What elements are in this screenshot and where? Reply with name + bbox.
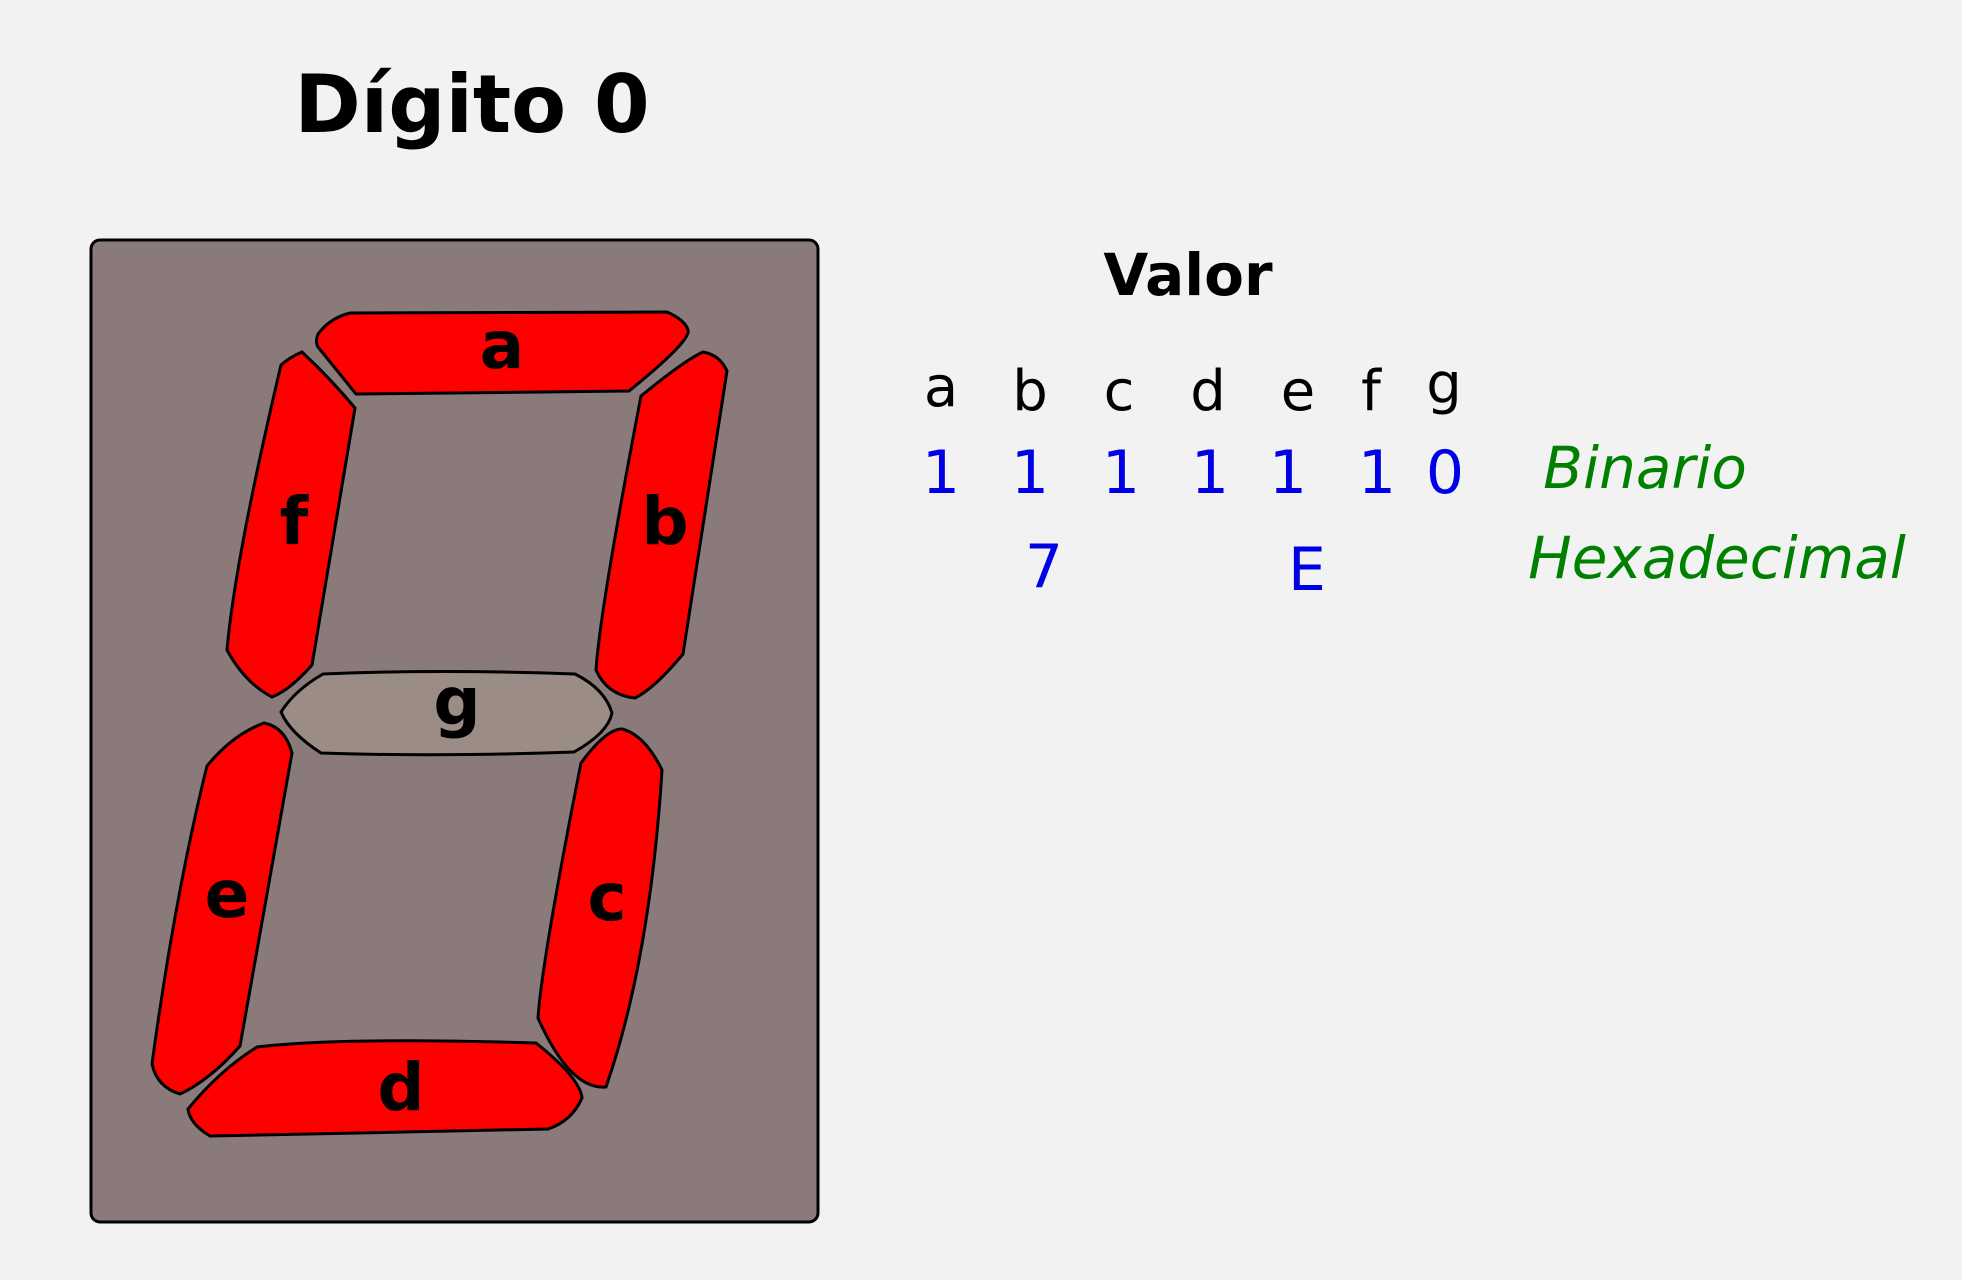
segment-a [315, 310, 690, 396]
column-label-c: c [1104, 359, 1135, 424]
value-heading: Valor [1103, 241, 1273, 309]
segment-f [225, 350, 357, 699]
segment-e [150, 721, 294, 1096]
segment-g [279, 670, 614, 757]
column-label-a: a [924, 355, 958, 420]
segment-g-label: g [433, 663, 480, 740]
hex-row-label: Hexadecimal [1528, 524, 1906, 592]
hex-value-high: 7 [1025, 532, 1063, 602]
column-label-f: f [1361, 359, 1382, 424]
segment-d [186, 1039, 584, 1138]
segment-a-label: a [480, 307, 525, 384]
segment-b [594, 350, 729, 700]
segment-e-label: e [205, 856, 250, 933]
segment-b-label: b [641, 483, 688, 560]
column-labels: a b c d e f g [924, 352, 1462, 424]
binary-value-d: 1 [1191, 438, 1229, 508]
column-label-b: b [1012, 359, 1048, 424]
binary-value-a: 1 [922, 438, 960, 508]
binary-value-g: 0 [1426, 438, 1464, 508]
binary-value-e: 1 [1269, 438, 1307, 508]
segment-c [536, 727, 664, 1089]
binary-value-f: 1 [1358, 438, 1396, 508]
segment-c-label: c [587, 859, 626, 936]
binary-row-label: Binario [1543, 434, 1747, 502]
binary-value-b: 1 [1011, 438, 1049, 508]
column-label-d: d [1190, 359, 1226, 424]
hex-row: 7 E [1025, 532, 1326, 605]
segment-f-label: f [280, 483, 310, 560]
diagram-title: Dígito 0 [294, 58, 649, 151]
column-label-g: g [1426, 352, 1462, 417]
binary-row: 1 1 1 1 1 1 0 [922, 438, 1464, 508]
column-label-e: e [1281, 359, 1315, 424]
segment-d-label: d [377, 1049, 424, 1126]
hex-value-low: E [1288, 535, 1326, 605]
binary-value-c: 1 [1102, 438, 1140, 508]
